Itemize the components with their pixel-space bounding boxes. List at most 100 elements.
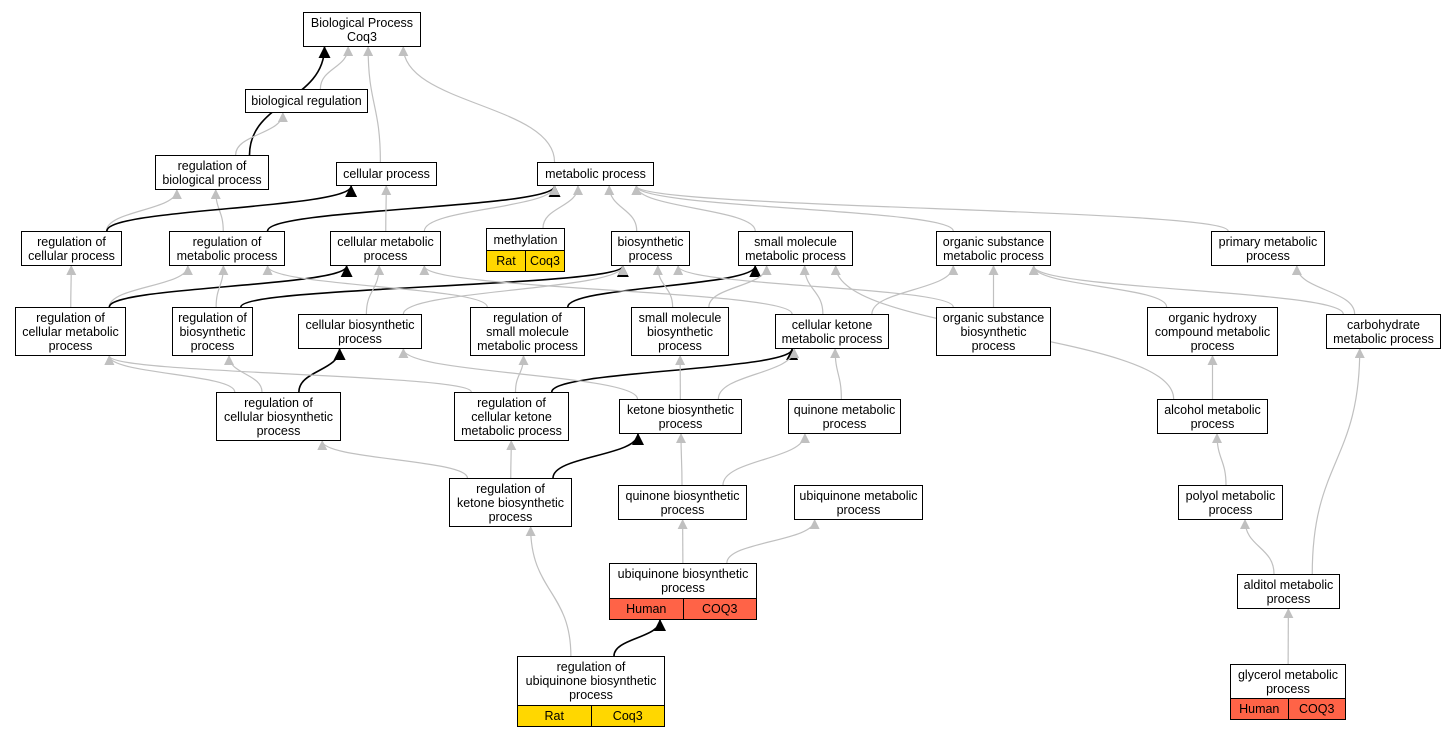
is-a-edge xyxy=(799,265,824,315)
is-a-edge xyxy=(215,265,229,308)
is-a-edge xyxy=(726,519,820,564)
is-a-edge xyxy=(365,265,385,315)
go-term-label: organic substance biosynthetic process xyxy=(942,310,1045,353)
go-term-node: cellular process xyxy=(336,162,437,186)
go-term-node: polyol metabolic process xyxy=(1178,485,1283,520)
go-term-node: small molecule metabolic process xyxy=(738,231,853,266)
is-a-edge xyxy=(830,348,842,400)
go-term-node: regulation of ubiquinone biosynthetic pr… xyxy=(517,656,665,727)
is-a-edge xyxy=(210,189,224,232)
is-a-edge xyxy=(1240,519,1275,575)
go-term-node: small molecule biosynthetic process xyxy=(631,307,729,356)
go-term-label: small molecule metabolic process xyxy=(745,234,846,263)
is-a-edge xyxy=(104,355,236,393)
is-a-edge xyxy=(1028,265,1168,308)
is-a-edge xyxy=(104,355,472,393)
go-term-label: organic hydroxy compound metabolic proce… xyxy=(1154,310,1271,353)
species-label: Human xyxy=(1239,702,1280,716)
go-term-node: regulation of small molecule metabolic p… xyxy=(470,307,585,356)
go-term-label: regulation of metabolic process xyxy=(176,234,278,263)
go-term-label: cellular metabolic process xyxy=(337,234,434,263)
is-a-edge xyxy=(604,185,638,232)
species-label: Rat xyxy=(544,709,564,723)
annotation-row: Human COQ3 xyxy=(610,598,756,619)
go-term-node: regulation of metabolic process xyxy=(169,231,285,266)
is-a-edge xyxy=(631,185,756,232)
go-term-label: primary metabolic process xyxy=(1218,234,1318,263)
is-a-edge xyxy=(317,440,469,479)
go-term-label: cellular process xyxy=(343,167,430,181)
go-term-node: regulation of biological process xyxy=(155,155,269,190)
go-term-label: cellular ketone metabolic process xyxy=(781,317,883,346)
is-a-edge xyxy=(1028,265,1344,315)
regulates-edge xyxy=(552,433,644,479)
gene-label: COQ3 xyxy=(1287,699,1346,719)
regulates-edge xyxy=(298,348,346,393)
regulates-edge xyxy=(266,185,561,232)
is-a-edge xyxy=(542,185,583,229)
go-term-node: primary metabolic process xyxy=(1211,231,1325,266)
is-a-edge xyxy=(235,112,288,156)
go-term-label: regulation of biosynthetic process xyxy=(178,310,247,353)
is-a-edge xyxy=(66,265,77,308)
go-term-node: regulation of cellular ketone metabolic … xyxy=(454,392,569,441)
go-term-label: biological regulation xyxy=(251,94,362,108)
is-a-edge xyxy=(708,265,772,308)
go-term-label: organic substance metabolic process xyxy=(942,234,1045,263)
is-a-edge xyxy=(363,46,381,163)
is-a-edge xyxy=(419,265,793,315)
go-term-node: organic substance biosynthetic process xyxy=(936,307,1051,356)
is-a-edge xyxy=(871,265,959,315)
is-a-edge xyxy=(676,433,687,486)
is-a-edge xyxy=(652,265,674,308)
regulates-edge xyxy=(566,265,762,308)
go-term-label: small molecule biosynthetic process xyxy=(638,310,722,353)
is-a-edge xyxy=(398,46,556,163)
go-term-node: alditol metabolic process xyxy=(1237,574,1340,609)
is-a-edge xyxy=(1291,265,1356,315)
go-term-label: regulation of cellular ketone metabolic … xyxy=(461,395,562,438)
is-a-edge xyxy=(1311,348,1365,575)
go-term-node: quinone biosynthetic process xyxy=(618,485,747,520)
is-a-edge xyxy=(319,46,354,90)
go-term-label: ketone biosynthetic process xyxy=(626,402,734,431)
go-term-label: polyol metabolic process xyxy=(1185,488,1276,517)
is-a-edge xyxy=(402,265,628,315)
regulates-edge xyxy=(240,265,629,308)
go-term-label: Biological Process Coq3 xyxy=(310,15,414,44)
is-a-edge xyxy=(106,189,182,232)
go-term-node: carbohydrate metabolic process xyxy=(1326,314,1441,349)
go-term-label: glycerol metabolic process xyxy=(1237,667,1339,696)
go-term-node: Biological Process Coq3 xyxy=(303,12,421,47)
go-term-label: ubiquinone metabolic process xyxy=(799,488,918,517)
go-term-label: carbohydrate metabolic process xyxy=(1333,317,1434,346)
is-a-edge xyxy=(631,185,1229,232)
go-term-node: regulation of cellular process xyxy=(21,231,122,266)
go-term-node: metabolic process xyxy=(537,162,654,186)
go-term-node: quinone metabolic process xyxy=(788,399,901,434)
is-a-edge xyxy=(423,185,560,232)
go-term-label: quinone biosynthetic process xyxy=(625,488,740,517)
go-term-node: ketone biosynthetic process xyxy=(619,399,742,434)
is-a-edge xyxy=(506,440,517,479)
go-term-node: cellular ketone metabolic process xyxy=(775,314,889,349)
is-a-edge xyxy=(1212,433,1227,486)
species-label: Rat xyxy=(496,254,516,268)
is-a-edge xyxy=(262,265,488,308)
go-term-node: cellular metabolic process xyxy=(330,231,441,266)
go-term-node: regulation of cellular biosynthetic proc… xyxy=(216,392,341,441)
is-a-edge xyxy=(717,348,800,400)
regulates-edge xyxy=(108,265,353,308)
go-term-node: regulation of biosynthetic process xyxy=(172,307,253,356)
go-term-node: organic substance metabolic process xyxy=(936,231,1051,266)
gene-label: COQ3 xyxy=(682,599,757,619)
is-a-edge xyxy=(381,185,392,232)
go-term-label: quinone metabolic process xyxy=(793,402,896,431)
species-label: Human xyxy=(626,602,667,616)
is-a-edge xyxy=(722,433,810,486)
go-term-node: cellular biosynthetic process xyxy=(298,314,422,349)
